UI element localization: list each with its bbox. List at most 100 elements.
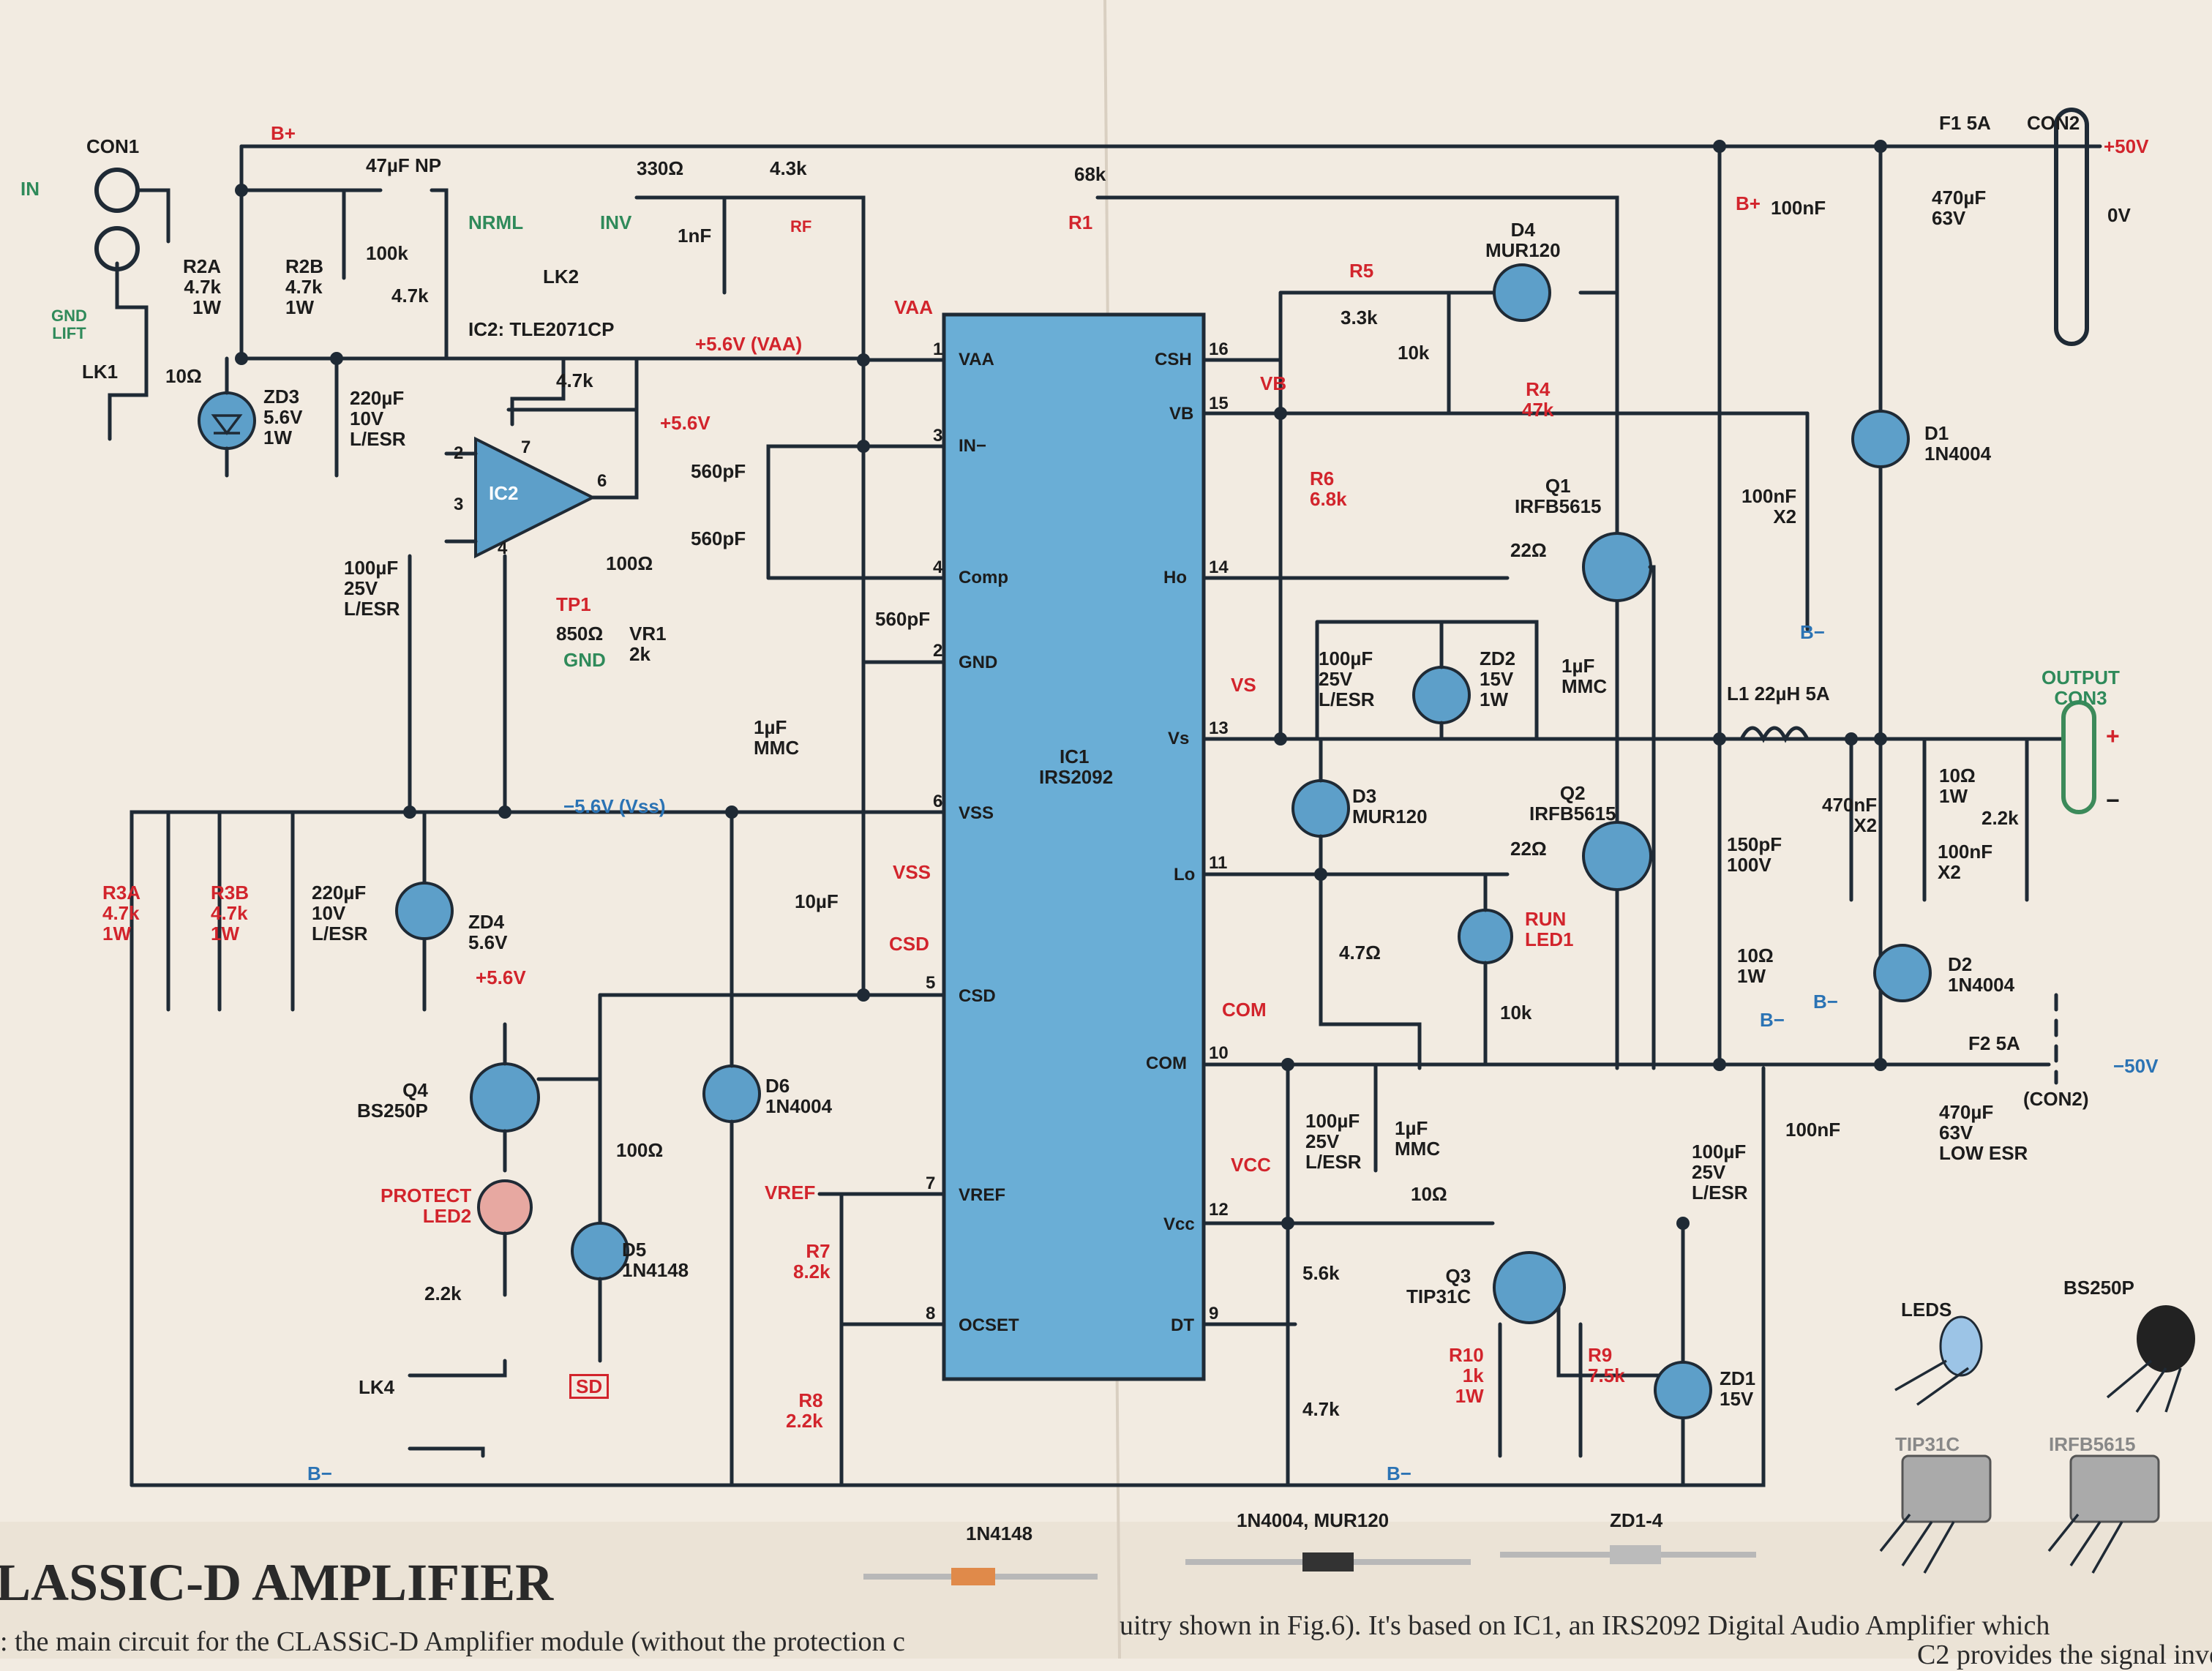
ic1-pin-name: Lo: [1174, 865, 1196, 885]
r56k-label: 5.6k: [1302, 1262, 1340, 1284]
r100-d5-label: 100Ω: [616, 1139, 664, 1161]
c100n-top-label: 100nF: [1771, 197, 1826, 219]
bminus-label: B−: [1800, 621, 1825, 643]
tip31c-package-drawing: [1879, 1454, 1992, 1574]
ic1-pin-name: Comp: [959, 568, 1008, 587]
r1-label: R1: [1068, 211, 1093, 233]
r10-1w-label: 10Ω 1W: [1939, 765, 1976, 807]
d5-diode-symbol: [571, 1222, 629, 1280]
bplus-test-label: B+: [1736, 192, 1761, 214]
sd-label: SD: [569, 1374, 610, 1399]
zd3-label: ZD3 5.6V 1W: [263, 386, 303, 448]
c470u-top-label: 470µF 63V: [1932, 187, 1987, 229]
ic1-pin-number: 14: [1209, 557, 1229, 577]
ic1-pin-name: Ho: [1163, 568, 1187, 587]
zd1-zener-symbol: [1654, 1361, 1712, 1419]
r10-vcc-label: 10Ω: [1411, 1183, 1447, 1205]
legend-bs250p: BS250P: [2063, 1277, 2134, 1299]
r3b-label: R3B 4.7k 1W: [211, 882, 250, 945]
ic1-pin-number: 13: [1209, 718, 1229, 738]
r100-vr-label: 100Ω: [606, 552, 653, 574]
bminus-rail-label: B−: [307, 1462, 332, 1484]
zd4-zener-symbol: [395, 882, 454, 940]
c1n-label: 1nF: [678, 225, 712, 247]
ic1-pin-name: CSD: [959, 986, 996, 1006]
vaa-test-label: VAA: [894, 296, 933, 318]
c220a-label: 220µF 10V L/ESR: [350, 387, 406, 450]
protect-led2-label: PROTECT LED2: [380, 1184, 472, 1227]
ic2-pin-number: 6: [597, 471, 607, 491]
nrml-label: NRML: [468, 211, 524, 233]
p56-label: +5.6V: [660, 412, 711, 434]
ic2-pin-number: 2: [454, 443, 464, 463]
in-label: IN: [20, 178, 40, 200]
c560c-label: 560pF: [875, 608, 931, 630]
r68k-label: 68k: [1074, 163, 1106, 185]
d5-label: D5 1N4148: [622, 1239, 689, 1281]
c47np-label: 47µF NP: [366, 154, 442, 176]
ic1-pin-name: DT: [1171, 1315, 1194, 1335]
inv-label: INV: [600, 211, 632, 233]
ic1-pin-number: 10: [1209, 1043, 1229, 1063]
r9-label: R9 7.5k: [1588, 1344, 1625, 1386]
r22-q2-label: 22Ω: [1510, 838, 1547, 860]
ic1-pin-name: VREF: [959, 1185, 1006, 1205]
rf-label: RF: [790, 217, 812, 236]
vss-rail-label: −5.6V (Vss): [563, 795, 666, 817]
d4-label: D4 MUR120: [1485, 219, 1561, 261]
c150p-label: 150pF 100V: [1727, 833, 1782, 876]
ic1-pin-number: 6: [933, 792, 943, 811]
q3-transistor-symbol: [1493, 1251, 1566, 1324]
c1u-b-label: 1µF MMC: [1561, 655, 1608, 697]
con2-bottom-label: (CON2): [2023, 1088, 2089, 1110]
ic2-pin-number: 7: [521, 438, 531, 457]
fuse-f1-label: F1 5A: [1939, 112, 1991, 134]
c1u-c-label: 1µF MMC: [1395, 1117, 1441, 1160]
tp1-value-label: 850Ω: [556, 623, 604, 645]
irfb5615-package-drawing: [2047, 1454, 2160, 1574]
ic1-pin-number: 5: [926, 973, 936, 993]
c10u-label: 10µF: [795, 890, 839, 912]
zd1-label: ZD1 15V: [1720, 1367, 1756, 1410]
diode-package-zd: [1500, 1545, 1756, 1564]
ic2-pin-number: 4: [498, 538, 508, 558]
minus50v-label: −50V: [2113, 1055, 2159, 1077]
r43k-label: 4.3k: [770, 157, 807, 179]
run-led1-label: RUN LED1: [1525, 908, 1574, 950]
output-minus-label: −: [2106, 787, 2120, 814]
r47k-fb-label: 4.7k: [556, 369, 593, 391]
c100n-bot-label: 100nF: [1785, 1119, 1841, 1141]
ic1-body: [942, 312, 1206, 1381]
d2-label: D2 1N4004: [1948, 953, 2015, 996]
output-con3-label: OUTPUT CON3: [2042, 666, 2120, 709]
d2-diode-symbol: [1873, 944, 1932, 1002]
d1-label: D1 1N4004: [1924, 422, 1992, 465]
r5-label: R5: [1349, 260, 1374, 282]
output-plus-label: +: [2106, 723, 2120, 749]
zd3-zener-symbol: [198, 391, 256, 450]
zd2-label: ZD2 15V 1W: [1480, 647, 1516, 710]
l1-label: L1 22µH 5A: [1727, 683, 1830, 705]
c100-25d-label: 100µF 25V L/ESR: [1692, 1141, 1748, 1204]
led1-run-symbol: [1458, 909, 1513, 964]
r10k-csh-label: 10k: [1398, 342, 1430, 364]
q3-label: Q3 TIP31C: [1406, 1265, 1471, 1307]
d3-label: D3 MUR120: [1352, 785, 1428, 827]
ic1-pin-number: 7: [926, 1174, 936, 1193]
r7-label: R7 8.2k: [793, 1240, 831, 1283]
con2-top-connector: [2054, 108, 2089, 346]
ic1-pin-number: 2: [933, 641, 943, 661]
q2-label: Q2 IRFB5615: [1529, 782, 1616, 825]
c560a-label: 560pF: [691, 460, 746, 482]
d1-diode-symbol: [1851, 410, 1910, 468]
body-text-line1-right: uitry shown in Fig.6). It's based on IC1…: [1120, 1610, 2050, 1641]
lk2-label: LK2: [543, 266, 580, 288]
ic1-pin-number: 4: [933, 557, 943, 577]
r2a-label: R2A 4.7k 1W: [183, 255, 222, 318]
c100n-x2a-label: 100nF X2: [1742, 485, 1797, 527]
r100k-label: 100k: [366, 242, 408, 264]
vs-test-label: VS: [1231, 674, 1256, 696]
ic1-pin-number: 12: [1209, 1200, 1229, 1220]
q4-p56-label: +5.6V: [476, 966, 526, 988]
